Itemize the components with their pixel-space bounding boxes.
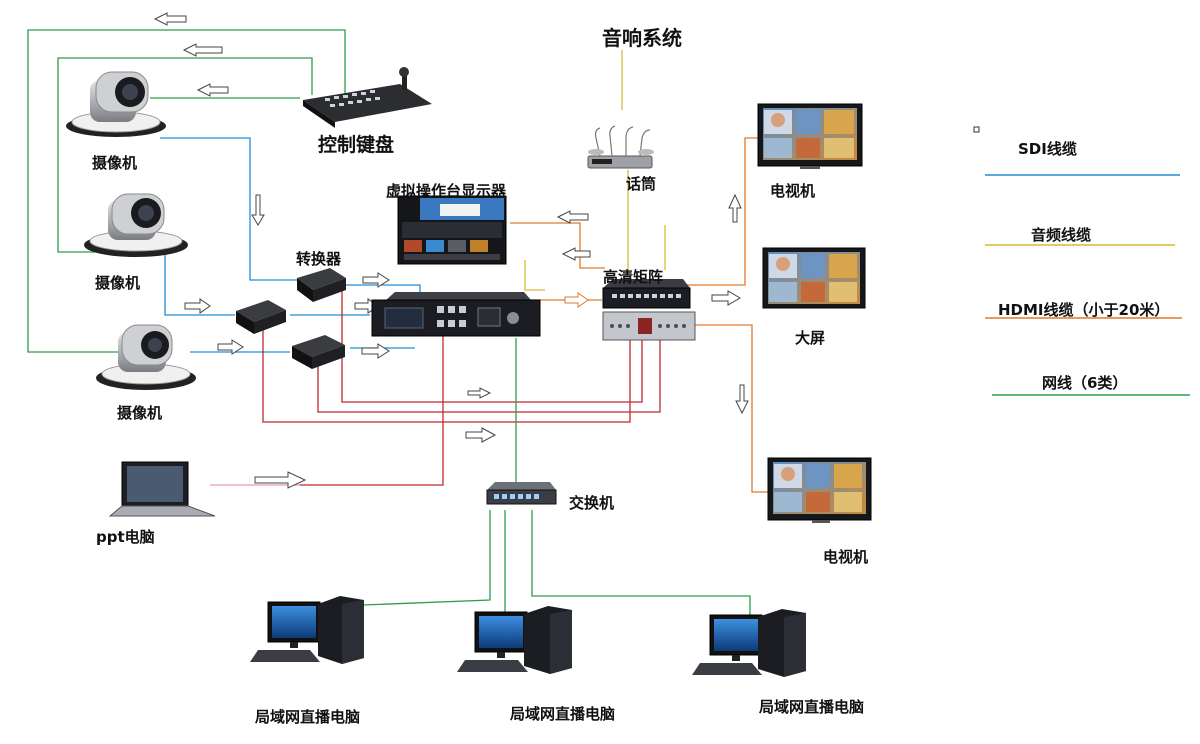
lan-pc-3 [692,609,806,677]
hdmi-line-matrix-to-monitor [510,222,605,269]
tv-bottom [767,457,872,523]
arrow-left-icon [556,210,589,224]
connection-lines [27,29,770,615]
label-lan-pc-1: 局域网直播电脑 [255,708,361,726]
label-tv-top: 电视机 [770,182,816,200]
lan-pc-2 [457,606,572,674]
label-switch: 交换机 [569,494,615,512]
arrow-down-icon [735,384,749,415]
camera-1 [66,71,166,137]
microphone-system [587,125,654,169]
legend-label-network: 网线（6类） [1042,374,1128,392]
label-camera-3: 摄像机 [117,404,163,422]
arrow-right-icon [467,387,492,399]
label-big-screen: 大屏 [795,329,826,347]
sdi-line-cam1 [160,137,298,281]
virtual-studio-monitor [397,195,507,265]
audio-line-matrix [524,260,545,291]
camera-2 [84,193,188,257]
converter-1 [297,268,346,302]
label-mic: 话筒 [626,175,657,193]
arrow-right-icon [465,427,497,443]
red-line-ppt [300,335,444,486]
label-tv-bottom: 电视机 [823,548,869,566]
label-lan-pc-3: 局域网直播电脑 [759,698,865,716]
label-camera-2: 摄像机 [95,274,141,292]
legend-label-audio: 音频线缆 [1031,226,1092,244]
arrow-left-icon [196,83,229,97]
net-line-pc3 [531,510,751,615]
hdmi-line-matrix-to-tv [680,137,760,286]
arrow-left-icon [153,12,187,26]
hdmi-line-matrix-to-tv-bottom [690,324,770,493]
hd-matrix [602,279,696,341]
label-control-keyboard: 控制键盘 [318,134,395,156]
network-switch [486,482,557,505]
label-camera-1: 摄像机 [92,154,138,172]
arrow-right-icon [711,290,741,306]
arrow-right-icon [362,272,390,288]
control-keyboard [303,67,432,128]
legend-label-sdi: SDI线缆 [1018,140,1077,158]
red-line-2 [317,338,661,413]
lan-pc-1 [250,596,364,664]
big-screen [762,247,866,309]
label-virtual-monitor: 虚拟操作台显示器 [386,182,507,200]
red-line-3 [262,330,631,423]
arrow-right-icon [254,471,307,489]
label-lan-pc-2: 局域网直播电脑 [510,705,616,723]
arrow-right-icon [184,298,211,314]
arrow-right-icon [361,343,390,359]
arrow-left-icon [561,247,591,261]
label-ppt-pc: ppt电脑 [96,528,155,546]
label-hd-matrix: 高清矩阵 [603,268,664,286]
ppt-laptop [108,461,216,517]
legend-lines [985,174,1190,396]
label-converter: 转换器 [296,250,342,268]
control-line-cam2 [57,57,313,253]
arrow-left-icon [182,43,223,57]
arrow-up-icon [728,193,742,223]
label-audio-system: 音响系统 [602,26,682,50]
sdi-line-cam2 [164,240,235,316]
arrow-right-icon [217,339,244,355]
arrow-right-icon [564,292,589,308]
legend-label-hdmi: HDMI线缆（小于20米） [998,301,1170,319]
video-switcher [371,292,541,337]
converter-3 [292,335,345,369]
control-line-cam3 [27,29,346,353]
arrow-down-icon [251,194,265,226]
flow-arrows [153,12,749,489]
net-line-pc1 [362,510,491,606]
tv-top [757,103,863,169]
small-square-icon [973,126,980,133]
camera-3 [96,324,196,390]
converter-2 [236,300,286,334]
